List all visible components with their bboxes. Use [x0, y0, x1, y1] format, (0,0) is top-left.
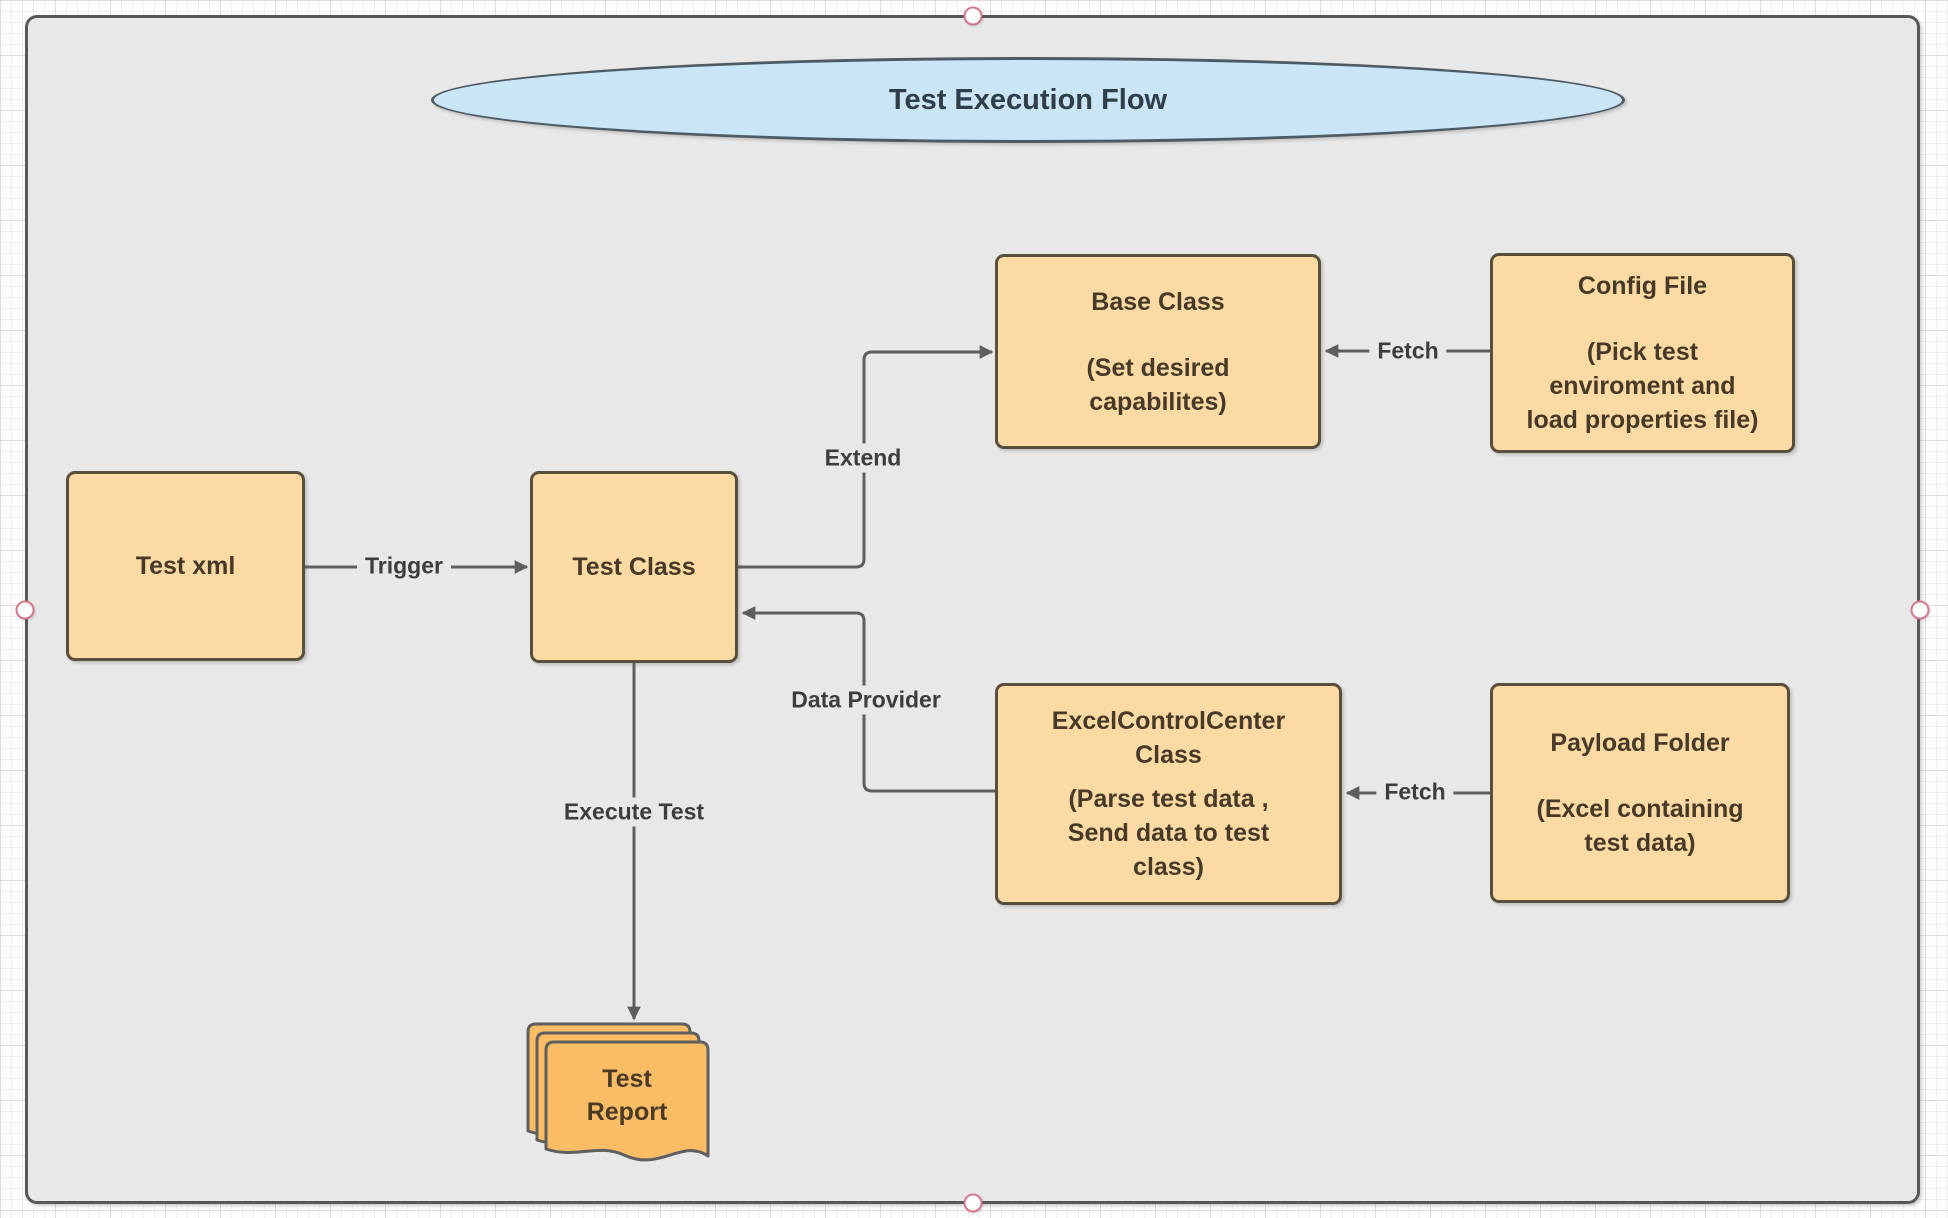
- node-excel-title: ExcelControlCenter Class: [1051, 707, 1286, 769]
- selection-handle-top[interactable]: [963, 6, 983, 26]
- node-test-class-label: Test Class: [572, 553, 696, 581]
- connector-label-extend[interactable]: Extend: [816, 443, 910, 473]
- multi-document-icon: [526, 1022, 710, 1162]
- diagram-title: Test Execution Flow: [888, 83, 1168, 116]
- node-test-class[interactable]: Test Class: [530, 471, 738, 663]
- node-base-class-title: Base Class: [1091, 287, 1225, 316]
- node-payload-folder[interactable]: Payload Folder (Excel containing test da…: [1490, 683, 1790, 903]
- diagram-container[interactable]: [25, 15, 1920, 1204]
- node-test-xml[interactable]: Test xml: [66, 471, 305, 661]
- selection-handle-right[interactable]: [1910, 600, 1930, 620]
- node-test-report-label: Test Report: [586, 1065, 668, 1126]
- connector-label-trigger[interactable]: Trigger: [357, 551, 451, 581]
- node-config-file-subtitle: (Pick test enviroment and load propertie…: [1526, 338, 1759, 434]
- node-excel-control-center-class[interactable]: ExcelControlCenter Class (Parse test dat…: [995, 683, 1342, 905]
- connector-label-fetch-payload[interactable]: Fetch: [1376, 777, 1454, 807]
- connector-label-execute-test[interactable]: Execute Test: [555, 797, 713, 827]
- node-payload-folder-title: Payload Folder: [1550, 729, 1730, 757]
- selection-handle-left[interactable]: [15, 600, 35, 620]
- node-base-class-subtitle: (Set desired capabilites): [1086, 353, 1230, 416]
- node-config-file-title: Config File: [1577, 272, 1708, 300]
- node-test-report-shape[interactable]: [522, 1020, 718, 1174]
- title-ellipse[interactable]: Test Execution Flow: [431, 57, 1625, 143]
- selection-handle-bottom[interactable]: [963, 1193, 983, 1213]
- node-test-xml-label: Test xml: [135, 552, 236, 580]
- node-config-file[interactable]: Config File (Pick test enviroment and lo…: [1490, 253, 1795, 453]
- node-excel-subtitle: (Parse test data , Send data to test cla…: [1067, 785, 1270, 881]
- node-base-class[interactable]: Base Class (Set desired capabilites): [995, 254, 1321, 449]
- node-payload-folder-subtitle: (Excel containing test data): [1536, 795, 1744, 857]
- connector-label-fetch-config[interactable]: Fetch: [1369, 336, 1447, 366]
- connector-label-data-provider[interactable]: Data Provider: [783, 685, 949, 715]
